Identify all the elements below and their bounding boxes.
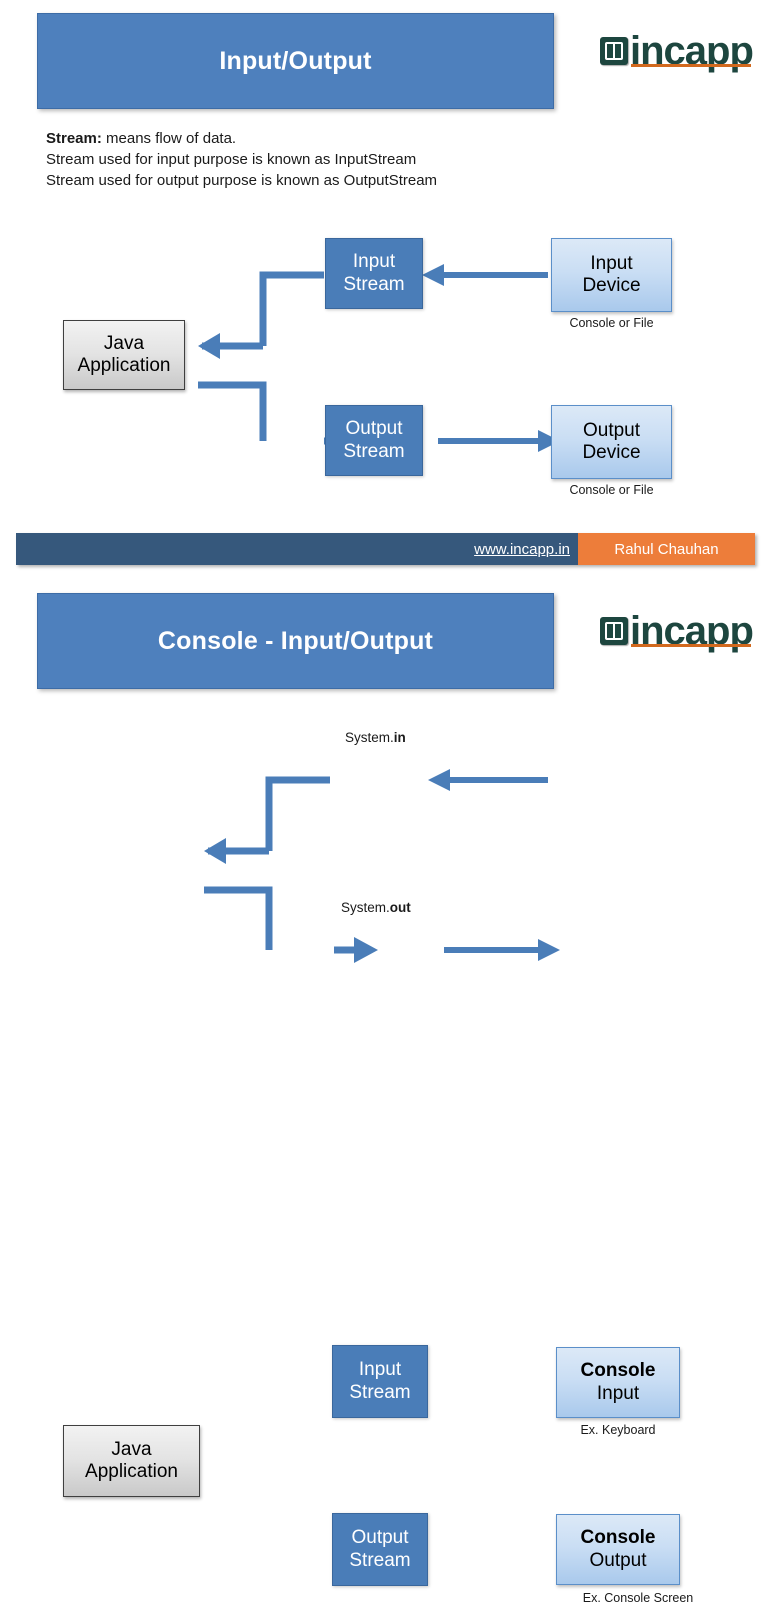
footer-bar: www.incapp.in Rahul Chauhan <box>16 533 755 565</box>
output-stream-box-2: Output Stream <box>332 1513 428 1586</box>
book-in-icon <box>600 617 628 645</box>
page-title-2: Console - Input/Output <box>157 626 434 655</box>
input-stream-box-2: Input Stream <box>332 1345 428 1418</box>
output-stream-line-2: Stream <box>343 440 405 462</box>
output-device-line-2: Device <box>582 442 641 463</box>
logo-wordmark: incapp <box>630 31 754 71</box>
footer-left-section: www.incapp.in <box>16 533 578 565</box>
stream-definition: Stream: means flow of data. Stream used … <box>46 128 437 191</box>
console-input-caption: Ex. Keyboard <box>580 1423 656 1437</box>
stream-definition-line-2: Stream used for input purpose is known a… <box>46 151 417 168</box>
stream-definition-line-1: Stream: means flow of data. <box>46 128 437 149</box>
output-stream-2-line-1: Output <box>351 1527 409 1549</box>
system-out-label: System.out <box>341 900 411 915</box>
java-application-box-2: Java Application <box>63 1425 200 1497</box>
author-name: Rahul Chauhan <box>614 540 719 558</box>
java-application-line-1: Java <box>103 332 145 354</box>
system-in-prefix: System. <box>345 730 394 745</box>
output-stream-2-line-2: Stream <box>349 1549 411 1571</box>
book-in-icon <box>600 37 628 65</box>
console-input-line-2: Input <box>596 1382 640 1404</box>
console-output-caption: Ex. Console Screen <box>582 1591 694 1605</box>
footer-author-block: Rahul Chauhan <box>578 533 755 565</box>
java-application-2-line-2: Application <box>85 1461 178 1482</box>
input-stream-line-2: Stream <box>343 273 405 295</box>
output-stream-line-1: Output <box>345 418 403 440</box>
slide2-connectors <box>196 760 566 980</box>
system-out-member: out <box>389 900 411 915</box>
output-device-line-1: Output <box>582 419 641 441</box>
input-stream-2-line-2: Stream <box>349 1381 411 1403</box>
output-device-caption: Console or File <box>569 483 654 497</box>
slide1-title-banner: Input/Output <box>37 13 554 109</box>
logo-underline-2 <box>631 644 751 647</box>
input-stream-box: Input Stream <box>325 238 423 309</box>
stream-term-rest: means flow of data. <box>101 130 237 147</box>
incapp-logo-2: incapp <box>600 611 754 651</box>
stream-term: Stream: <box>46 130 102 147</box>
system-in-label: System.in <box>345 730 406 745</box>
system-in-member: in <box>393 730 406 745</box>
system-out-prefix: System. <box>341 900 390 915</box>
page-title: Input/Output <box>219 46 372 75</box>
output-device-box: Output Device <box>551 405 672 479</box>
input-device-caption: Console or File <box>569 316 654 330</box>
input-stream-2-line-1: Input <box>358 1359 402 1381</box>
logo-underline <box>631 64 751 67</box>
java-application-2-line-1: Java <box>111 1438 152 1460</box>
console-input-box: Console Input <box>556 1347 680 1418</box>
slide2-title-banner: Console - Input/Output <box>37 593 554 689</box>
java-application-line-2: Application <box>77 355 171 376</box>
console-output-line-2: Output <box>589 1549 647 1571</box>
input-device-box: Input Device <box>551 238 672 312</box>
stream-definition-line-3: Stream used for output purpose is known … <box>46 172 438 189</box>
logo-wordmark-2: incapp <box>630 611 754 651</box>
java-application-box: Java Application <box>63 320 185 390</box>
input-device-line-1: Input <box>590 252 633 274</box>
console-input-line-1: Console <box>580 1360 656 1382</box>
input-device-line-2: Device <box>582 275 641 296</box>
input-stream-line-1: Input <box>352 251 396 273</box>
slide-input-output: Input/Output incapp Stream: means flow o… <box>0 0 768 533</box>
output-stream-box: Output Stream <box>325 405 423 476</box>
console-output-box: Console Output <box>556 1514 680 1585</box>
console-output-line-1: Console <box>580 1527 656 1549</box>
slide-console-input-output: Console - Input/Output incapp <box>0 585 768 1605</box>
incapp-logo: incapp <box>600 31 754 71</box>
website-link[interactable]: www.incapp.in <box>474 540 570 558</box>
